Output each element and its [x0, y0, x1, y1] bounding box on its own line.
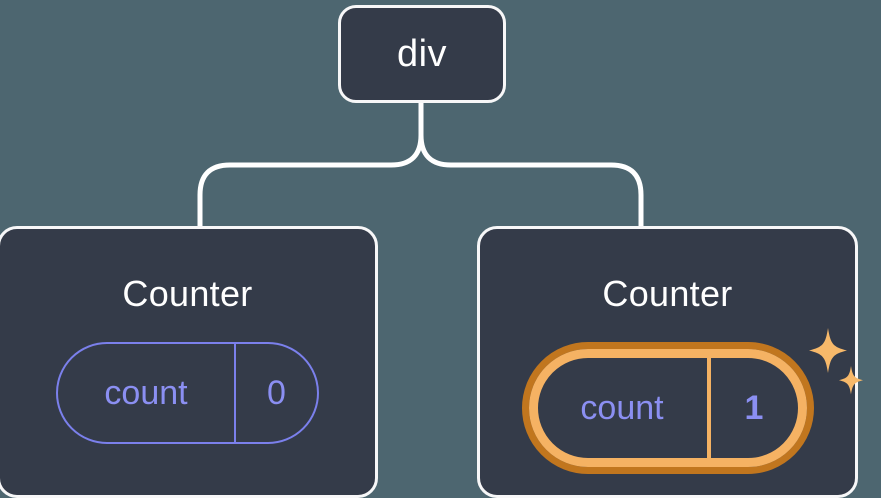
sparkle-small-icon — [838, 366, 863, 395]
state-pill-right[interactable]: count 1 — [528, 349, 807, 467]
sparkle-large-icon — [808, 328, 847, 373]
node-div[interactable]: div — [338, 5, 506, 103]
state-value-left: 0 — [234, 344, 317, 442]
connector-root-to-right — [418, 100, 644, 231]
node-div-label: div — [396, 33, 448, 75]
node-counter-right-label: Counter — [602, 273, 733, 314]
node-counter-right[interactable]: Counter count 1 — [477, 226, 863, 498]
state-pill-right-highlight-ring[interactable]: count 1 — [521, 342, 814, 474]
state-key-left: count — [104, 373, 188, 412]
state-pill-right-wrap: count 1 — [521, 328, 863, 474]
state-value-right: 1 — [706, 358, 798, 458]
node-counter-left-label: Counter — [122, 273, 253, 314]
connector-root-to-left — [197, 100, 424, 231]
state-pill-left[interactable]: count 0 — [56, 342, 319, 444]
node-counter-left[interactable]: Counter count 0 — [0, 226, 378, 498]
state-key-right: count — [580, 388, 664, 427]
state-pill-left-wrap: count 0 — [56, 342, 319, 444]
